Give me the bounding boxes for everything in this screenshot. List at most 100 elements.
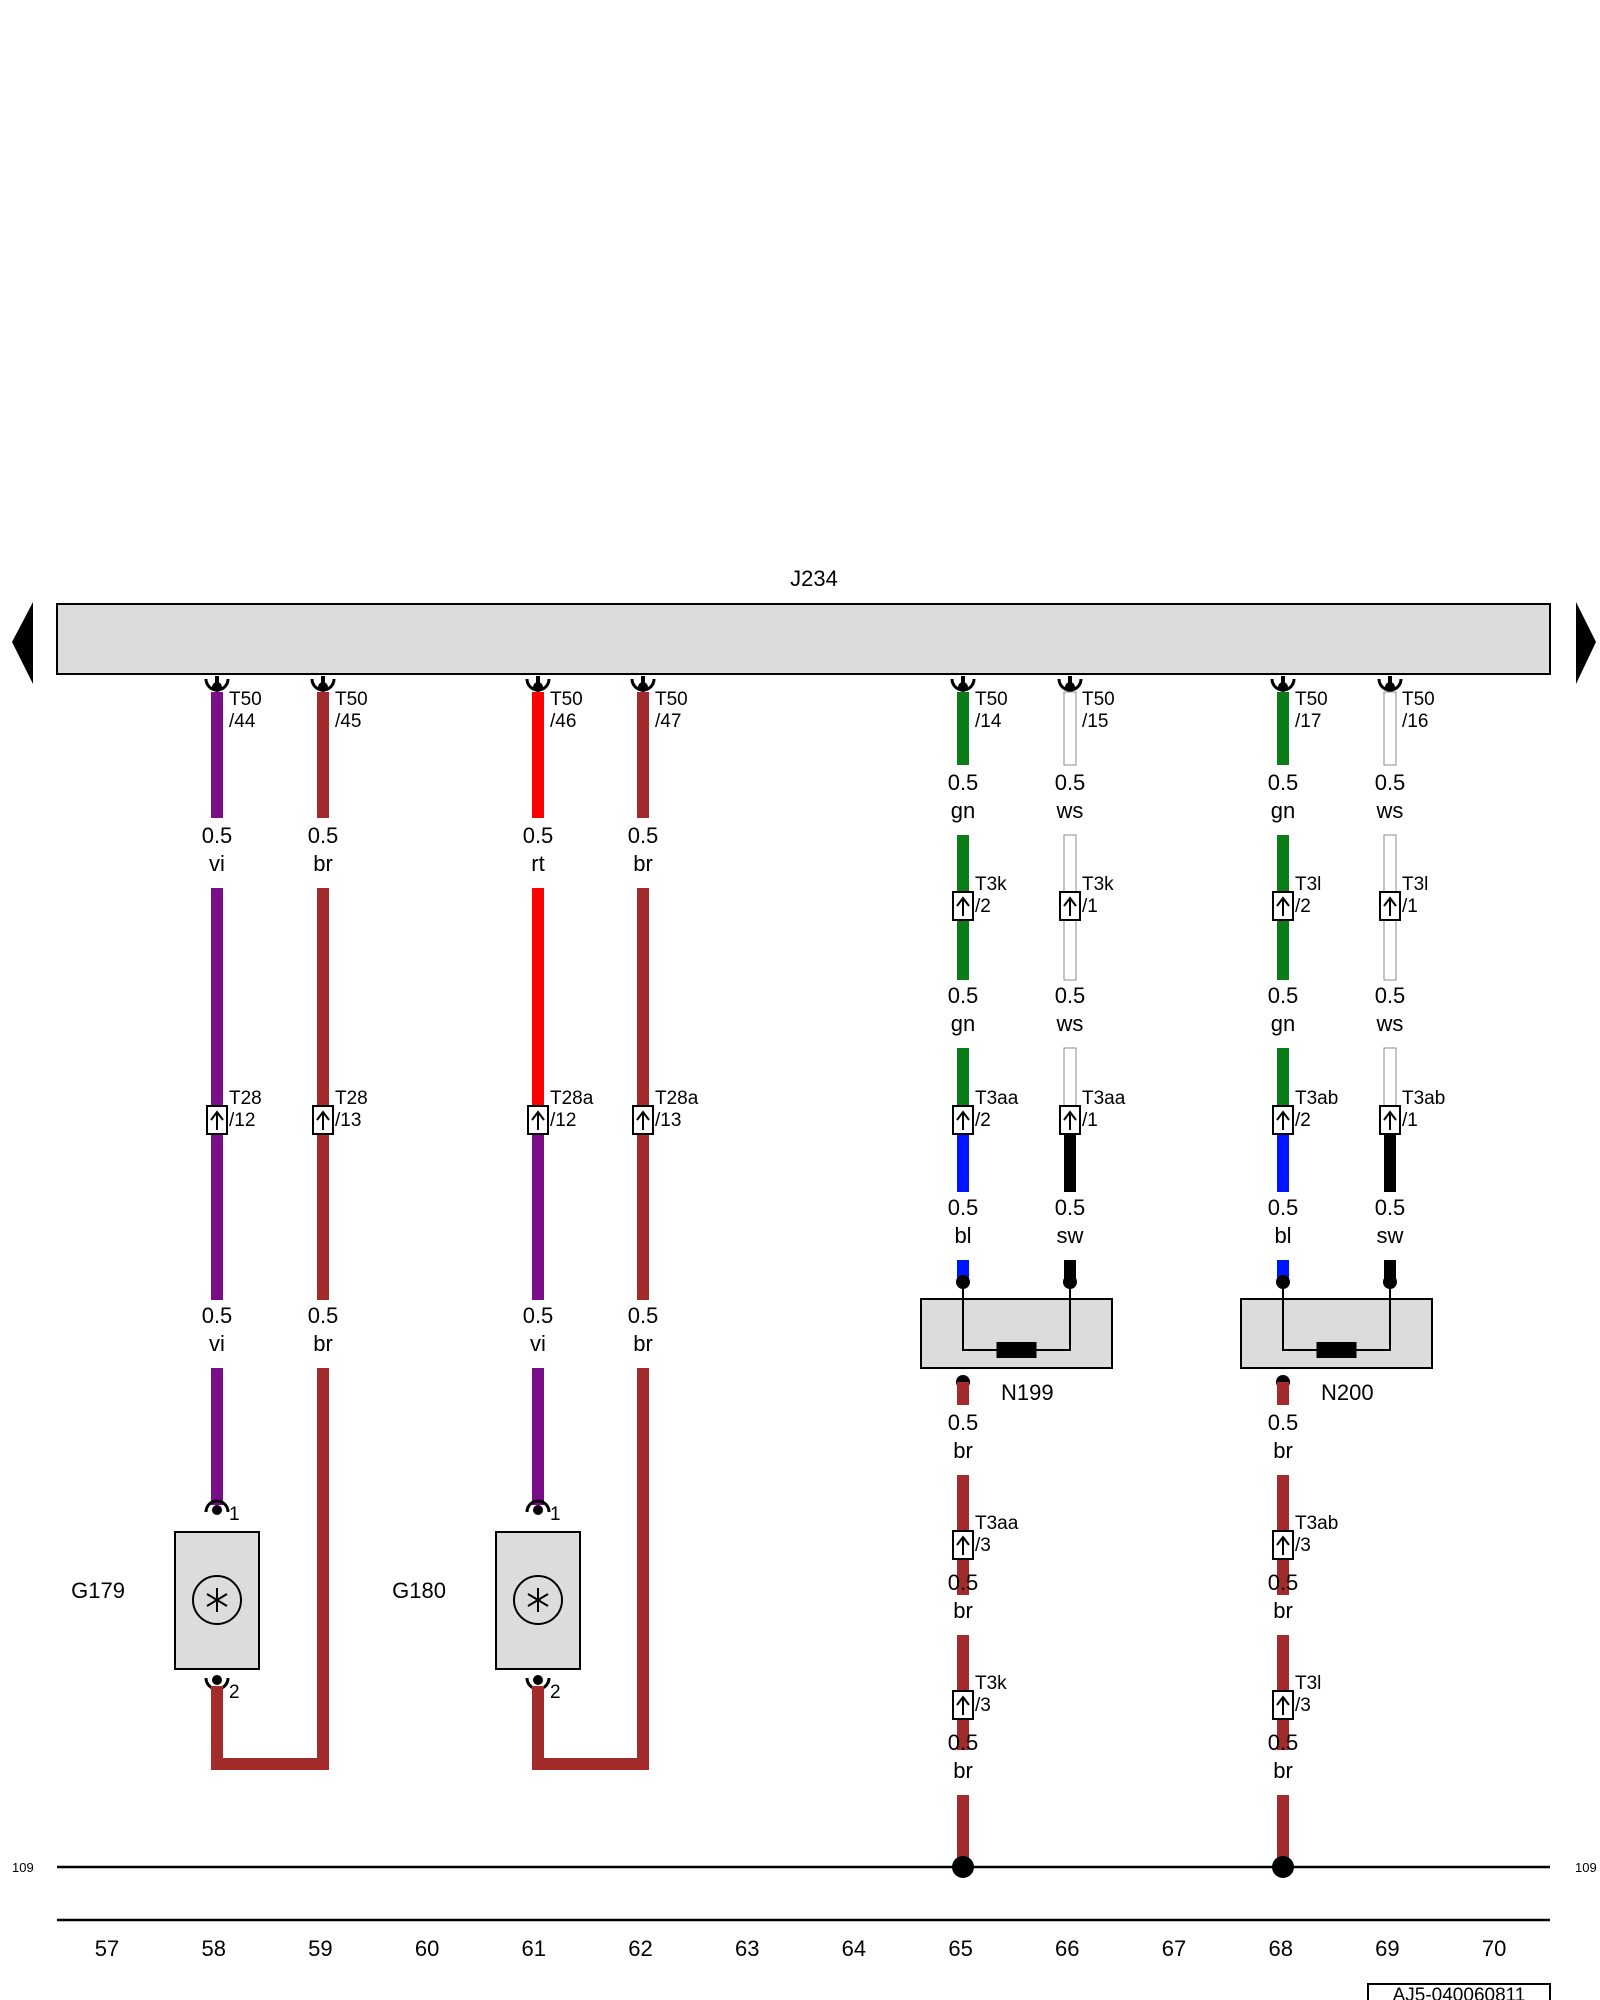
ref-code-box — [1367, 1983, 1551, 2000]
n199-ground-node — [952, 1856, 974, 1878]
label-w47-b-code: br — [633, 1331, 653, 1356]
splice-label-w45-bottom: /13 — [335, 1110, 361, 1131]
label-w46-a-code: rt — [531, 851, 544, 876]
splice-w17-2-arrow — [1276, 1110, 1290, 1130]
splice-label-w44-top: T28 — [229, 1088, 262, 1109]
grid-number: 68 — [1268, 1936, 1292, 1961]
grid-number: 61 — [522, 1936, 546, 1961]
conn-w46-bottom: /46 — [550, 711, 576, 732]
splice-label-w15-2-top: T3aa — [1082, 1088, 1126, 1109]
g180-sensor-icon — [513, 1575, 563, 1625]
label-w17-c-size: 0.5 — [1268, 1195, 1299, 1220]
splice-label-w15-2-bottom: /1 — [1082, 1110, 1098, 1131]
splice-w17-1-arrow — [1276, 896, 1290, 916]
conn-w15-top: T50 — [1082, 689, 1115, 710]
n200-label: N200 — [1321, 1380, 1374, 1405]
n199-coil-icon — [996, 1342, 1037, 1358]
ref-code: AJ5-040060811 — [1393, 1985, 1526, 2000]
n200-label-b-size: 0.5 — [1268, 1570, 1299, 1595]
label-w17-b-code: gn — [1271, 1011, 1295, 1036]
n199-label-c-code: br — [953, 1758, 973, 1783]
splice-label-w14-1-bottom: /2 — [975, 896, 991, 917]
label-w46-a-size: 0.5 — [523, 823, 554, 848]
n199-splice-label-1-top: T3aa — [975, 1513, 1019, 1534]
n200-splice-label-1-bottom: /3 — [1295, 1535, 1311, 1556]
grid-number: 67 — [1162, 1936, 1186, 1961]
g179-pin-2: 2 — [229, 1682, 240, 1703]
splice-label-w17-2-top: T3ab — [1295, 1088, 1338, 1109]
label-w17-a-code: gn — [1271, 798, 1295, 823]
label-w44-b-code: vi — [209, 1331, 225, 1356]
pin-top-g180-dot — [533, 1505, 543, 1515]
grid-number: 63 — [735, 1936, 759, 1961]
grid-number: 65 — [948, 1936, 972, 1961]
splice-label-w16-1-top: T3l — [1402, 874, 1428, 895]
splice-label-w47-top: T28a — [655, 1088, 699, 1109]
n200-ground-node — [1272, 1856, 1294, 1878]
conn-w14-bottom: /14 — [975, 711, 1002, 732]
pin-top-g180-arc — [525, 1499, 551, 1513]
pin-top-g179-dot — [212, 1505, 222, 1515]
conn-w17-bottom: /17 — [1295, 711, 1321, 732]
conn-w16-top: T50 — [1402, 689, 1435, 710]
splice-label-w14-1-top: T3k — [975, 874, 1007, 895]
splice-label-w16-2-top: T3ab — [1402, 1088, 1445, 1109]
label-w14-c-code: bl — [954, 1223, 971, 1248]
label-w44-b-size: 0.5 — [202, 1303, 233, 1328]
splice-label-w16-1-bottom: /1 — [1402, 896, 1418, 917]
pin-bottom-g179-dot — [212, 1675, 222, 1685]
splice-w15-1-arrow — [1063, 896, 1077, 916]
right-arrow-icon — [1576, 602, 1596, 684]
g179-sensor-icon — [192, 1575, 242, 1625]
n199-splice-label-2-top: T3k — [975, 1673, 1007, 1694]
label-w17-c-code: bl — [1274, 1223, 1291, 1248]
g179-label: G179 — [71, 1578, 125, 1603]
label-w44-a-code: vi — [209, 851, 225, 876]
control-unit-housing — [56, 603, 1551, 675]
wire-w16 — [1383, 691, 1397, 766]
label-w16-a-code: ws — [1376, 798, 1404, 823]
n200-splice-label-2-top: T3l — [1295, 1673, 1321, 1694]
label-w46-b-code: vi — [530, 1331, 546, 1356]
conn-w44-bottom: /44 — [229, 711, 256, 732]
n199-splice-label-2-bottom: /3 — [975, 1695, 991, 1716]
grid-number: 60 — [415, 1936, 439, 1961]
n199-splice-label-1-bottom: /3 — [975, 1535, 991, 1556]
g180-sensor-symbol — [527, 1588, 549, 1612]
n199-label: N199 — [1001, 1380, 1054, 1405]
splice-label-w14-2-bottom: /2 — [975, 1110, 991, 1131]
label-w14-b-code: gn — [951, 1011, 975, 1036]
splice-label-w46-bottom: /12 — [550, 1110, 576, 1131]
pin-top-g179-arc — [204, 1499, 230, 1513]
label-w16-c-code: sw — [1377, 1223, 1404, 1248]
left-arrow-icon — [12, 602, 33, 684]
label-w47-a-size: 0.5 — [628, 823, 659, 848]
splice-label-w45-top: T28 — [335, 1088, 368, 1109]
n200-splice-label-2-bottom: /3 — [1295, 1695, 1311, 1716]
splice-label-w44-bottom: /12 — [229, 1110, 255, 1131]
splice-w15-2-arrow — [1063, 1110, 1077, 1130]
grid-number: 58 — [201, 1936, 225, 1961]
g179-pin-1: 1 — [229, 1504, 240, 1525]
splice-label-w14-2-top: T3aa — [975, 1088, 1019, 1109]
n200-splice-2-arrow — [1276, 1695, 1290, 1715]
label-w45-b-size: 0.5 — [308, 1303, 339, 1328]
conn-w44-top: T50 — [229, 689, 262, 710]
label-w45-a-size: 0.5 — [308, 823, 339, 848]
n199-label-a-code: br — [953, 1438, 973, 1463]
label-w14-a-size: 0.5 — [948, 770, 979, 795]
label-w16-a-size: 0.5 — [1375, 770, 1406, 795]
grid-number: 64 — [842, 1936, 866, 1961]
n199-splice-2-arrow — [956, 1695, 970, 1715]
label-w47-a-code: br — [633, 851, 653, 876]
splice-label-w16-2-bottom: /1 — [1402, 1110, 1418, 1131]
label-w15-b-size: 0.5 — [1055, 983, 1086, 1008]
n200-coil-icon — [1316, 1342, 1357, 1358]
label-w16-c-size: 0.5 — [1375, 1195, 1406, 1220]
label-w15-a-code: ws — [1056, 798, 1084, 823]
grid-number: 57 — [95, 1936, 119, 1961]
conn-w14-top: T50 — [975, 689, 1008, 710]
g179-sensor-symbol — [206, 1588, 228, 1612]
g180-pin-2: 2 — [550, 1682, 561, 1703]
conn-w47-top: T50 — [655, 689, 688, 710]
